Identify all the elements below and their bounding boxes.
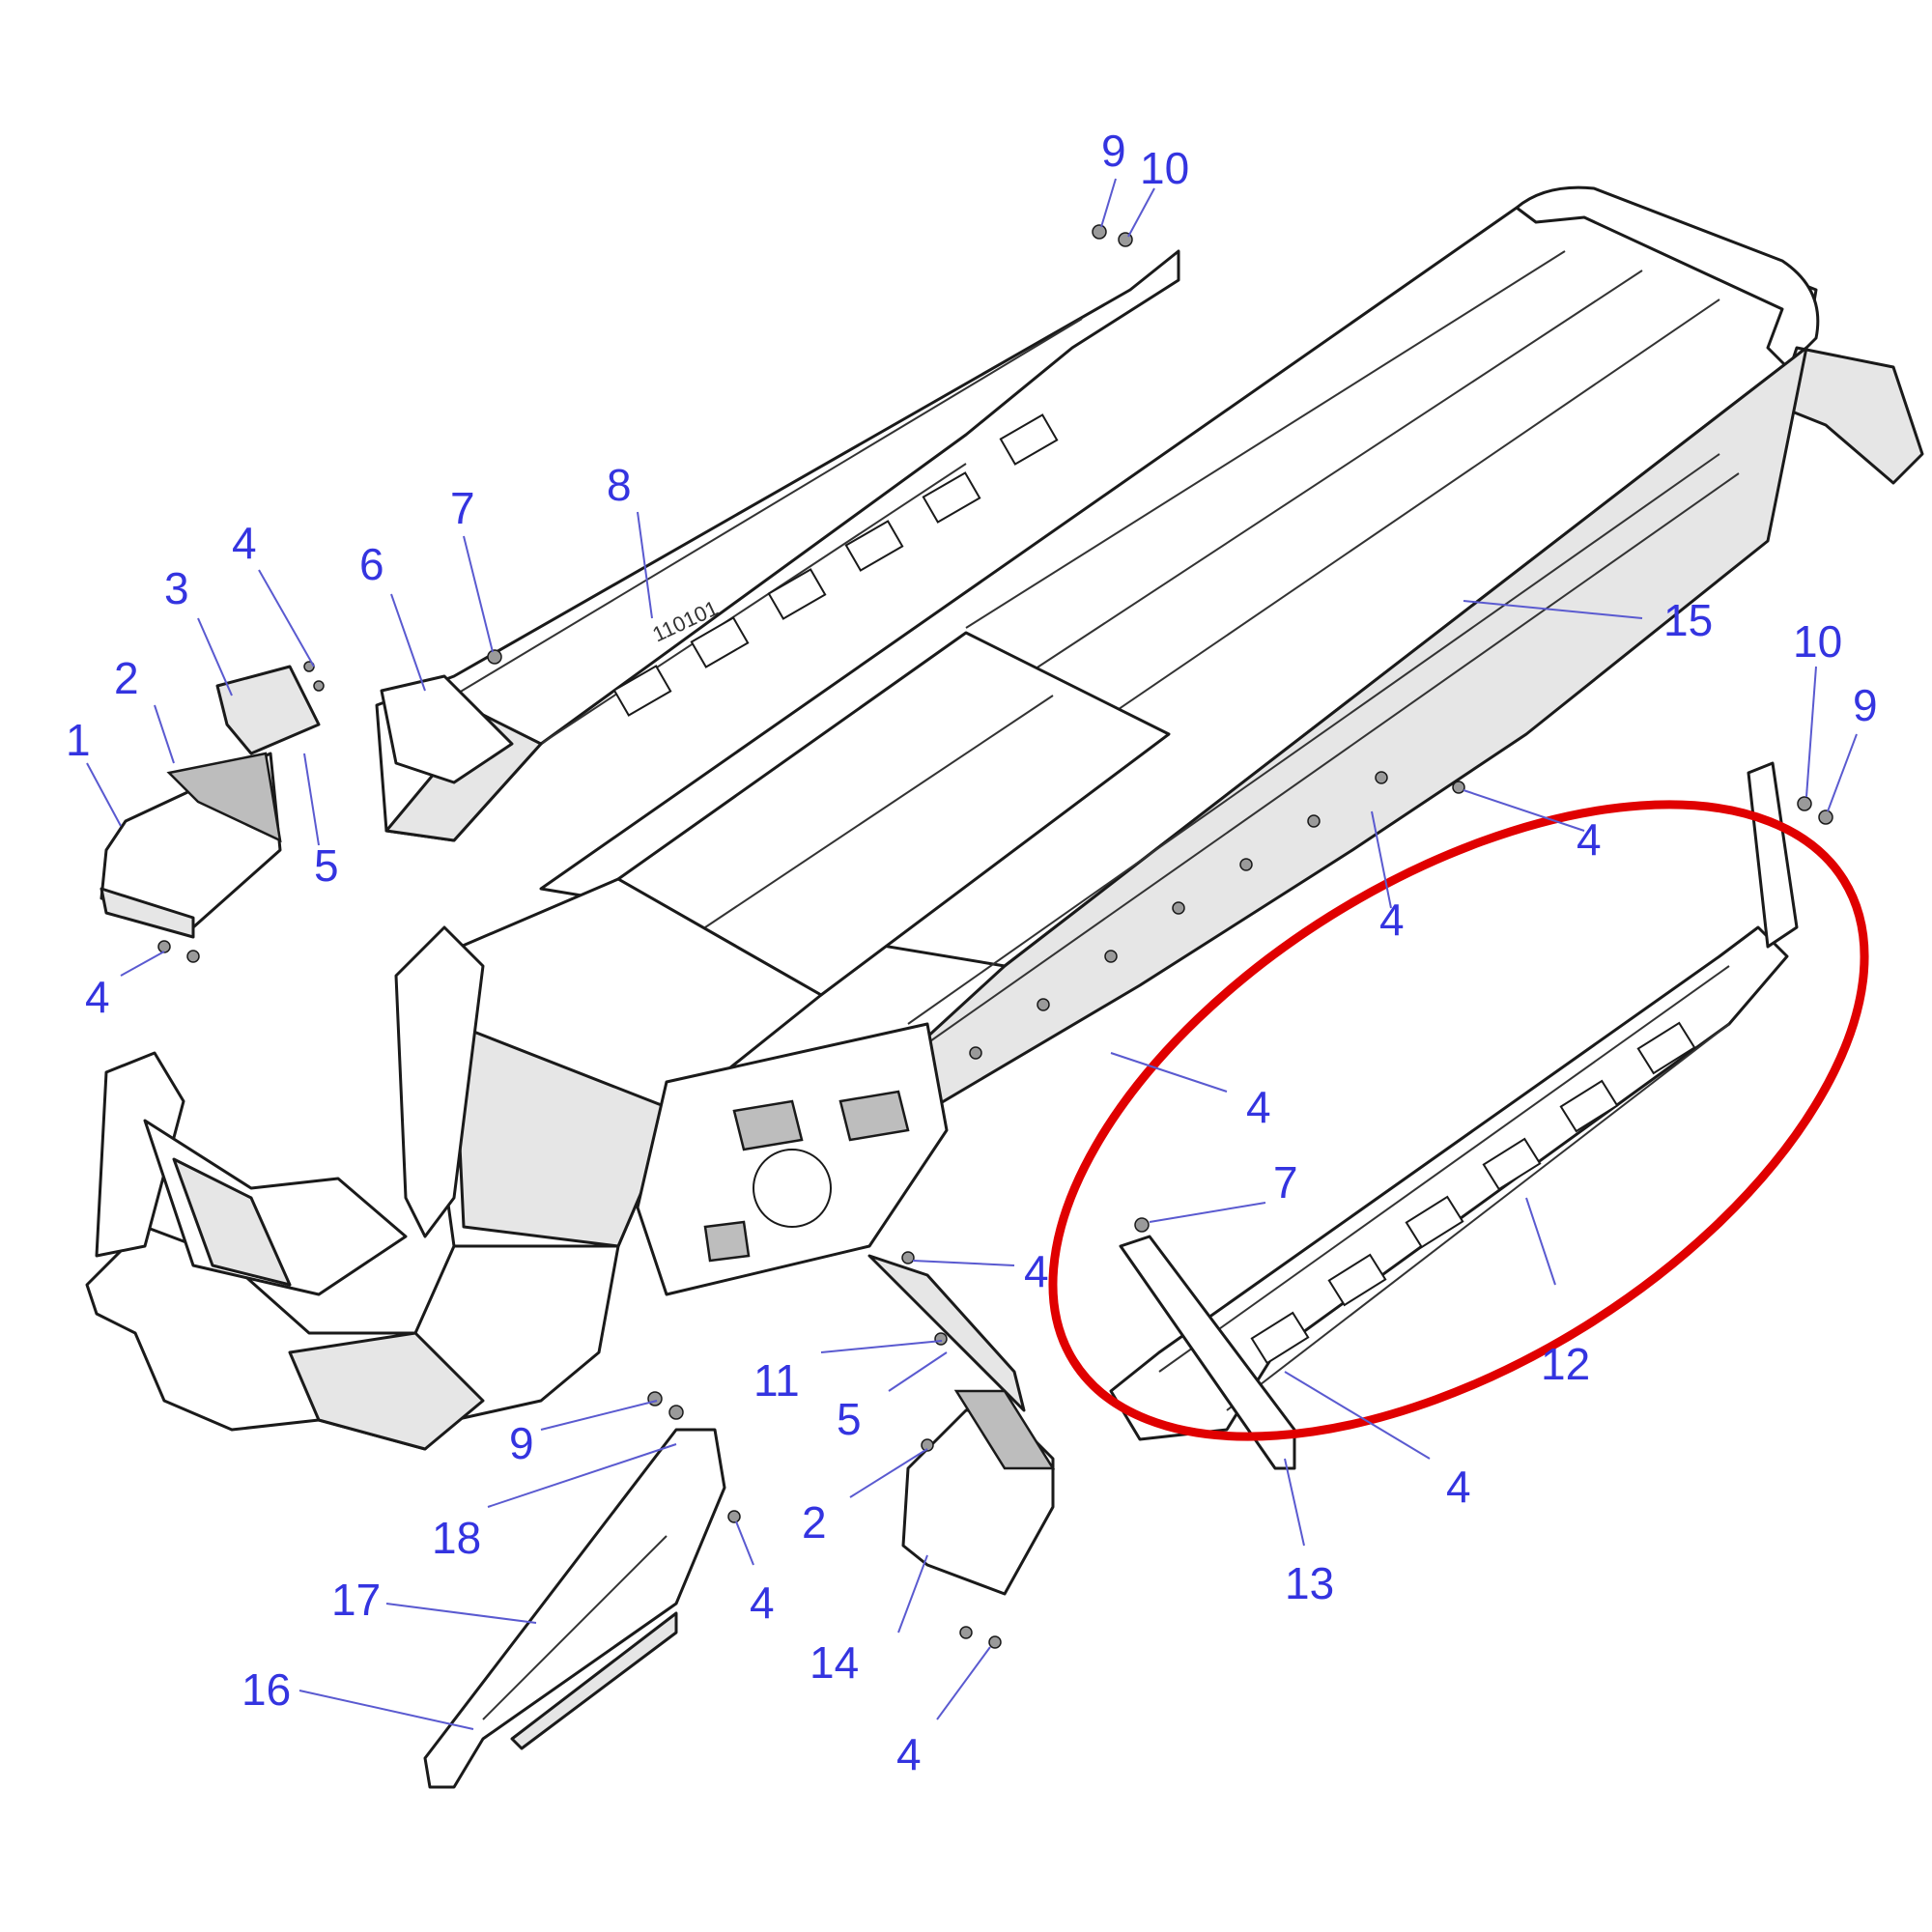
part-12-right-running-board [1109,761,1799,1470]
callout-2: 2 [114,653,139,703]
callout-5: 5 [314,840,339,891]
callout-18: 18 [432,1513,481,1563]
chassis-tunnel [85,185,1924,1451]
callout-4: 4 [1379,895,1405,945]
callout-5: 5 [837,1394,862,1444]
callout-7: 7 [450,483,475,533]
part-16-side-panel [423,1428,726,1789]
part-1-left-footrest [99,752,282,939]
highlight-ring [1048,800,1869,1441]
callout-4: 4 [1577,814,1602,865]
part-11-14-right-footrest [867,1254,1056,1596]
callout-labels: 1 2 3 4 5 4 6 7 8 9 10 15 10 9 4 4 4 7 4… [66,126,1878,1779]
callout-13: 13 [1285,1558,1334,1608]
callout-4: 4 [1246,1082,1271,1132]
callout-9: 9 [1853,680,1878,730]
callout-10: 10 [1793,616,1842,667]
callout-4: 4 [232,518,257,568]
fasteners [157,224,1833,1649]
callout-17: 17 [331,1575,381,1625]
callout-4: 4 [750,1577,775,1628]
part-3-bracket [215,665,321,755]
callout-2: 2 [802,1497,827,1548]
callout-8: 8 [607,460,632,510]
callout-12: 12 [1541,1339,1590,1389]
callout-15: 15 [1663,595,1713,645]
callout-6: 6 [359,539,384,589]
callout-4: 4 [1446,1462,1471,1512]
callout-3: 3 [164,563,189,613]
callout-4: 4 [1024,1246,1049,1296]
callout-9: 9 [1101,126,1126,176]
callout-16: 16 [242,1664,291,1715]
callout-4: 4 [896,1729,922,1779]
leader-lines [86,178,1858,1730]
callout-11: 11 [753,1355,800,1406]
callout-9: 9 [509,1418,534,1468]
part-6-foot-hold [380,674,514,784]
callout-4: 4 [85,972,110,1022]
callout-14: 14 [810,1637,859,1688]
callout-1: 1 [66,715,91,765]
callout-10: 10 [1140,143,1189,193]
callout-7: 7 [1273,1157,1298,1208]
